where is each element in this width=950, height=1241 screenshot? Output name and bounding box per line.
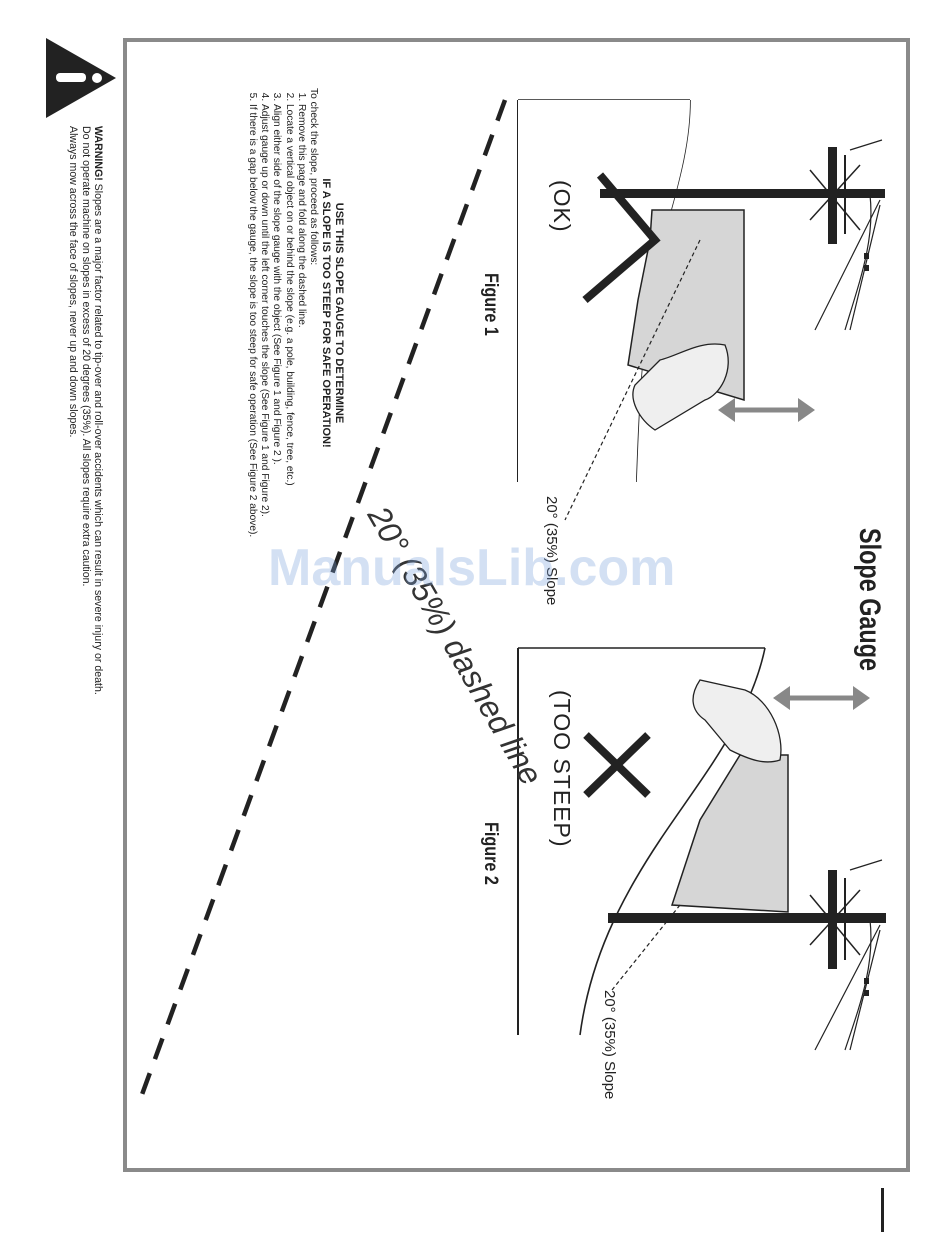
warning-line-2: Do not operate machine on slopes in exce…: [79, 126, 92, 587]
watermark: ManualsLib.com: [268, 539, 676, 597]
figure2-drawing: [517, 647, 886, 1051]
instructions-heading-1: USE THIS SLOPE GAUGE TO DETERMINE: [333, 202, 345, 424]
figure1-label: Figure 1: [480, 273, 501, 336]
figure1-arrow-icon: [718, 398, 815, 422]
figure2-verdict: (TOO STEEP): [549, 690, 575, 848]
figure2-arrow-icon: [773, 686, 870, 710]
warning-line-3: Always mow across the face of slopes, ne…: [67, 126, 80, 438]
instruction-step: Remove this page and fold along the dash…: [295, 104, 307, 538]
figure1-verdict: (OK): [549, 180, 575, 233]
warning-block: WARNING! Slopes are a major factor relat…: [67, 126, 104, 695]
instruction-step: Locate a vertical object on or behind th…: [282, 104, 295, 538]
instructions-list: Remove this page and fold along the dash…: [246, 88, 307, 538]
figure1-drawing: [517, 99, 885, 521]
page-title: Slope Gauge: [853, 528, 886, 672]
warning-line-1: Slopes are a major factor related to tip…: [92, 180, 104, 695]
instructions-intro: To check the slope, proceed as follows:: [308, 88, 319, 266]
instruction-step: Adjust gauge up or down until the left c…: [258, 104, 270, 538]
fold-dashed-line: [137, 99, 508, 1101]
figure2-slope-label: 20° (35%) Slope: [601, 990, 618, 1100]
page-frame: [123, 38, 910, 1172]
instruction-step: If there is a gap below the gauge, the s…: [246, 104, 258, 538]
page-edge-bar: [881, 1188, 884, 1232]
warning-label: WARNING!: [92, 126, 104, 181]
warning-icon: [46, 38, 116, 118]
figure2-label: Figure 2: [480, 822, 501, 885]
instructions-block: USE THIS SLOPE GAUGE TO DETERMINE IF A S…: [246, 88, 345, 538]
instructions-heading-2: IF A SLOPE IS TOO STEEP FOR SAFE OPERATI…: [320, 178, 332, 448]
instruction-step: Align either side of the slope gauge wit…: [270, 104, 282, 538]
